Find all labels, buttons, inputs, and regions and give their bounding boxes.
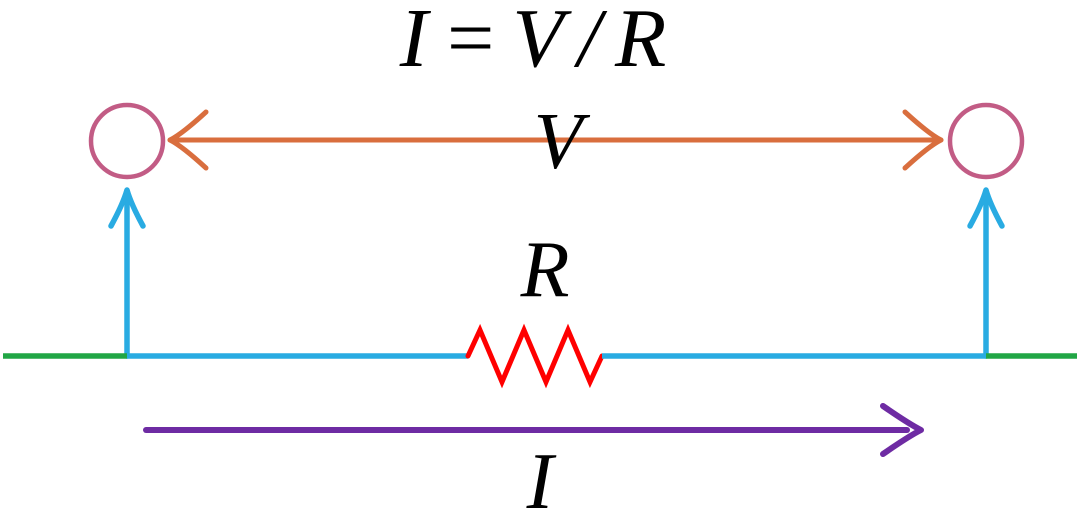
resistance-label: R [520, 226, 570, 314]
current-label: I [526, 438, 557, 526]
voltage-arrowhead-right-icon [902, 109, 944, 171]
terminal-node-left [88, 102, 166, 180]
voltage-arrowhead-left-icon [167, 109, 209, 171]
formula-label: I=V/R [399, 0, 681, 85]
probe-arrowhead-right-icon [967, 187, 1005, 229]
voltage-label: V [534, 98, 591, 186]
terminal-node-right [947, 102, 1025, 180]
current-arrowhead-icon [880, 403, 924, 457]
probe-arrowhead-left-icon [108, 187, 146, 229]
resistor-symbol [465, 323, 605, 389]
